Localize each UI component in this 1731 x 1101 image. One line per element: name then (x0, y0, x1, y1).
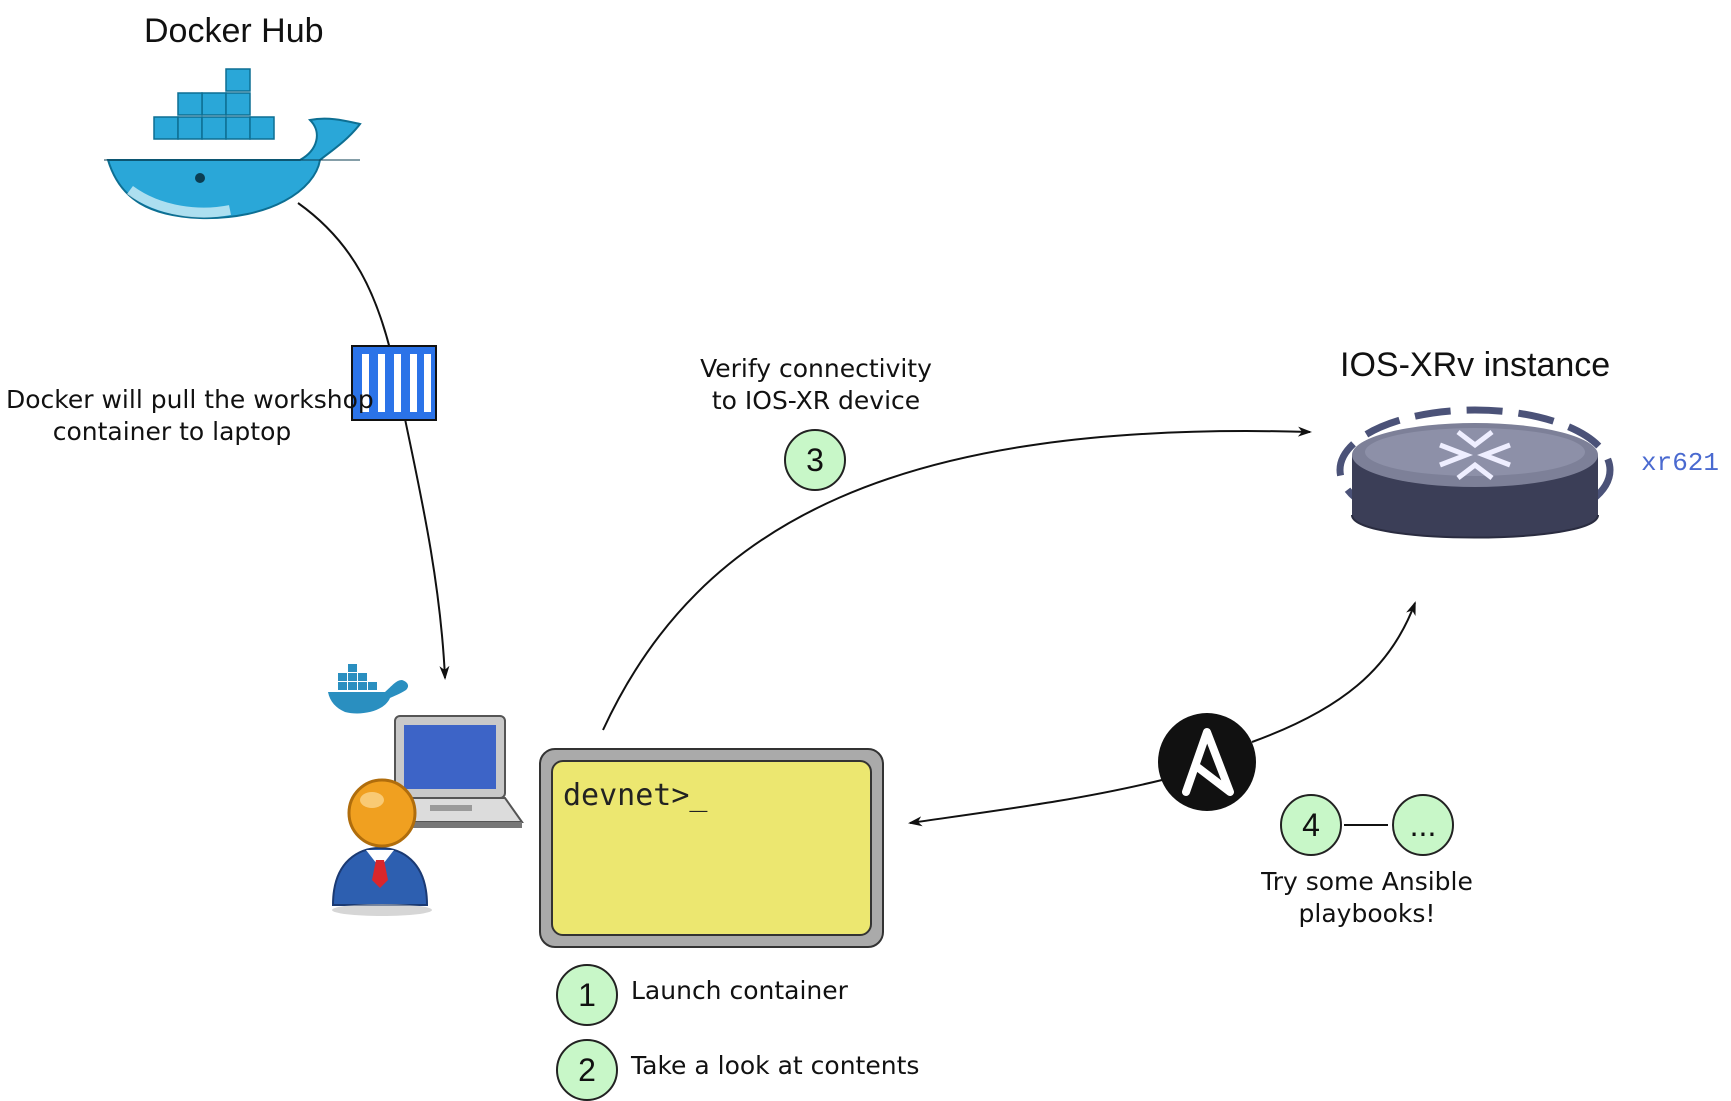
pull-note: Docker will pull the workshop container … (6, 384, 374, 448)
terminal-screen: devnet>_ (551, 760, 872, 936)
small-docker-whale-icon (328, 664, 409, 714)
ansible-note: Try some Ansible playbooks! (1247, 866, 1487, 930)
docker-whale-icon (104, 68, 362, 220)
docker-hub-title: Docker Hub (144, 12, 324, 50)
step-2-label: Take a look at contents (631, 1051, 920, 1080)
device-name: xr621 (1641, 448, 1720, 478)
ansible-logo-icon (1158, 713, 1256, 811)
ansible-note-line2: playbooks! (1298, 899, 1436, 928)
verify-note: Verify connectivity to IOS-XR device (690, 353, 942, 417)
verify-arrow (602, 426, 1312, 731)
step-1-badge: 1 (556, 964, 618, 1026)
iosxr-title: IOS-XRv instance (1340, 346, 1611, 384)
verify-note-line2: to IOS-XR device (711, 386, 921, 415)
step-1-label: Launch container (631, 976, 848, 1005)
terminal-prompt: devnet>_ (563, 778, 708, 813)
step-4-badge: 4 (1280, 794, 1342, 856)
container-image-icon (351, 345, 437, 421)
user-icon (331, 778, 432, 916)
ansible-to-router-arrow (1251, 601, 1416, 743)
router-icon (1336, 406, 1614, 539)
pull-note-line1: Docker will pull the workshop (6, 385, 374, 414)
step-2-badge: 2 (556, 1039, 618, 1101)
verify-note-line1: Verify connectivity (700, 354, 932, 383)
pull-note-line2: container to laptop (52, 417, 292, 446)
ansible-to-terminal-arrow (908, 779, 1163, 827)
step-3-badge: 3 (784, 429, 846, 491)
ansible-note-line1: Try some Ansible (1261, 867, 1473, 896)
terminal-window: devnet>_ (539, 748, 884, 948)
step-more-badge: ... (1392, 794, 1454, 856)
